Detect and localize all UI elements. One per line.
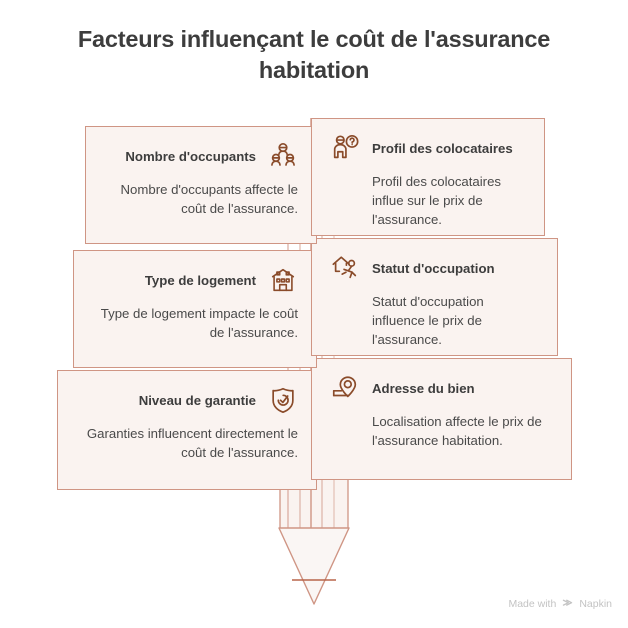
map-pin-icon: [330, 373, 360, 403]
card-header: Adresse du bien: [330, 373, 553, 403]
footer-made-with-label: Made with: [508, 597, 557, 610]
card-title: Profil des colocataires: [372, 140, 513, 156]
card-header: Nombre d'occupants: [104, 141, 298, 171]
house-building-icon: [268, 265, 298, 295]
card-title: Statut d'occupation: [372, 260, 495, 276]
card-title: Nombre d'occupants: [125, 148, 256, 164]
card-body: Nombre d'occupants affecte le coût de l'…: [120, 182, 298, 217]
group-of-people-icon: [268, 141, 298, 171]
card-body: Garanties influencent directement le coû…: [86, 426, 298, 461]
person-question-icon: [330, 133, 360, 163]
card-header: Niveau de garantie: [76, 385, 298, 415]
card-title: Type de logement: [144, 272, 256, 288]
card-body: Profil des colocataires influe sur le pr…: [372, 174, 502, 228]
card-niveau-garantie[interactable]: Niveau de garantie Garanties influencent…: [57, 370, 317, 490]
card-profil-colocataires[interactable]: Profil des colocataires Profil des coloc…: [311, 118, 545, 236]
card-header: Statut d'occupation: [330, 253, 539, 283]
card-body: Localisation affecte le prix de l'assura…: [372, 414, 542, 449]
napkin-chevrons-icon: [561, 597, 574, 610]
card-body: Type de logement impacte le coût de l'as…: [100, 306, 298, 341]
card-header: Type de logement: [92, 265, 298, 295]
card-adresse-bien[interactable]: Adresse du bien Localisation affecte le …: [311, 358, 572, 480]
card-type-logement[interactable]: Type de logement Type de logement impact…: [73, 250, 317, 368]
page-title: Facteurs influençant le coût de l'assura…: [77, 26, 551, 84]
footer-brand-label: Napkin: [579, 597, 612, 610]
funnel-triangle: [278, 527, 350, 605]
shield-check-icon: [268, 385, 298, 415]
card-nombre-occupants[interactable]: Nombre d'occupants Nombre d'occupants af…: [85, 126, 317, 244]
footer-branding: Made with Napkin: [508, 597, 612, 610]
card-statut-occupation[interactable]: Statut d'occupation Statut d'occupation …: [311, 238, 558, 356]
card-title: Niveau de garantie: [138, 392, 256, 408]
card-body: Statut d'occupation influence le prix de…: [372, 294, 484, 348]
house-person-icon: [330, 253, 360, 283]
card-header: Profil des colocataires: [330, 133, 526, 163]
card-title: Adresse du bien: [372, 380, 475, 396]
